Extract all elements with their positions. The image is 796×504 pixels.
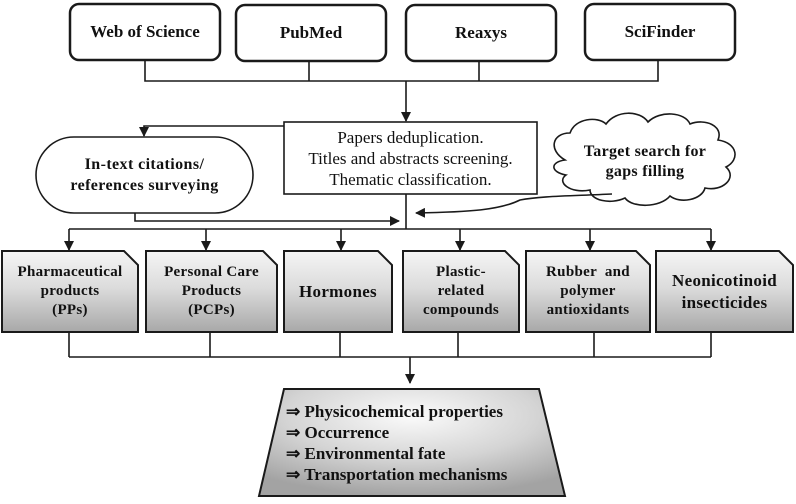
outcome-label: Occurrence bbox=[304, 423, 390, 442]
citations-box bbox=[35, 136, 254, 214]
database-label-reaxys: Reaxys bbox=[455, 23, 507, 42]
category-box bbox=[145, 250, 278, 333]
category-box bbox=[283, 250, 393, 333]
implies-arrow-icon: ⇒ bbox=[286, 465, 301, 484]
implies-arrow-icon: ⇒ bbox=[286, 444, 301, 463]
category-boxes bbox=[1, 250, 794, 333]
screening-text: Papers deduplication. Titles and abstrac… bbox=[284, 122, 537, 194]
database-label-scifinder: SciFinder bbox=[624, 22, 696, 41]
category-label-line: polymer bbox=[560, 283, 616, 299]
category-label-line: insecticides bbox=[681, 292, 768, 312]
target-search-text: Target search for gaps filling bbox=[560, 130, 730, 194]
category-label-line: Rubber and bbox=[546, 264, 630, 280]
category-label-line: Pharmaceutical bbox=[17, 264, 123, 280]
arrow-from-cloud bbox=[415, 193, 613, 218]
citations-line: references surveying bbox=[70, 177, 219, 194]
category-label-line: antioxidants bbox=[546, 302, 630, 318]
category-label-line: Neonicotinoid bbox=[672, 270, 777, 290]
category-collector bbox=[68, 332, 712, 358]
outcome-item: ⇒ Environmental fate bbox=[286, 443, 445, 464]
target-search-line: Target search for bbox=[583, 143, 707, 160]
outcomes-box bbox=[257, 388, 567, 497]
category-label-line: Plastic- bbox=[436, 264, 486, 280]
screening-line: Papers deduplication. bbox=[337, 127, 484, 147]
category-label-line: products bbox=[40, 283, 100, 299]
category-box bbox=[402, 250, 520, 333]
category-label-line: Products bbox=[181, 283, 242, 299]
category-label-line: compounds bbox=[422, 302, 500, 318]
category-box bbox=[1, 250, 139, 333]
outcome-item: ⇒ Occurrence bbox=[286, 422, 389, 443]
category-label-line: Hormones bbox=[299, 281, 377, 301]
category-label-line: (PPs) bbox=[52, 302, 88, 318]
target-search-line: gaps filling bbox=[605, 163, 685, 180]
implies-arrow-icon: ⇒ bbox=[286, 423, 301, 442]
category-arrows bbox=[64, 229, 716, 251]
target-search-cloud bbox=[553, 112, 736, 207]
category-label-line: (PCPs) bbox=[188, 302, 235, 318]
citations-line: In-text citations/ bbox=[84, 156, 205, 173]
category-label: Hormones bbox=[284, 251, 392, 332]
screening-box bbox=[283, 121, 538, 195]
outcome-label: Transportation mechanisms bbox=[304, 465, 508, 484]
category-label-line: Personal Care bbox=[164, 264, 259, 280]
arrow-to-citations bbox=[139, 125, 284, 137]
category-box bbox=[655, 250, 794, 333]
outcome-label: Environmental fate bbox=[304, 444, 446, 463]
screening-line: Titles and abstracts screening. bbox=[308, 148, 513, 168]
outcome-label: Physicochemical properties bbox=[304, 402, 503, 421]
database-box-scifinder bbox=[583, 2, 737, 62]
database-label-pubmed: PubMed bbox=[279, 23, 343, 42]
category-label: Pharmaceutical products (PPs) bbox=[2, 251, 138, 332]
category-box bbox=[525, 250, 651, 333]
outcomes-list: ⇒ Physicochemical properties ⇒ Occurrenc… bbox=[286, 401, 556, 491]
category-label-line: related bbox=[437, 283, 485, 299]
database-connector bbox=[144, 60, 659, 82]
implies-arrow-icon: ⇒ bbox=[286, 402, 301, 421]
database-label-web-of-science: Web of Science bbox=[90, 22, 200, 41]
outcome-item: ⇒ Physicochemical properties bbox=[286, 401, 503, 422]
screening-line: Thematic classification. bbox=[329, 169, 492, 189]
citations-text: In-text citations/ references surveying bbox=[36, 137, 253, 213]
outcome-item: ⇒ Transportation mechanisms bbox=[286, 464, 507, 485]
category-label: Rubber and polymer antioxidants bbox=[526, 251, 650, 332]
category-label: Plastic-related compounds bbox=[403, 251, 519, 332]
database-box-reaxys bbox=[404, 3, 558, 63]
arrow-from-citations bbox=[134, 213, 400, 226]
database-box-pubmed bbox=[234, 3, 388, 63]
